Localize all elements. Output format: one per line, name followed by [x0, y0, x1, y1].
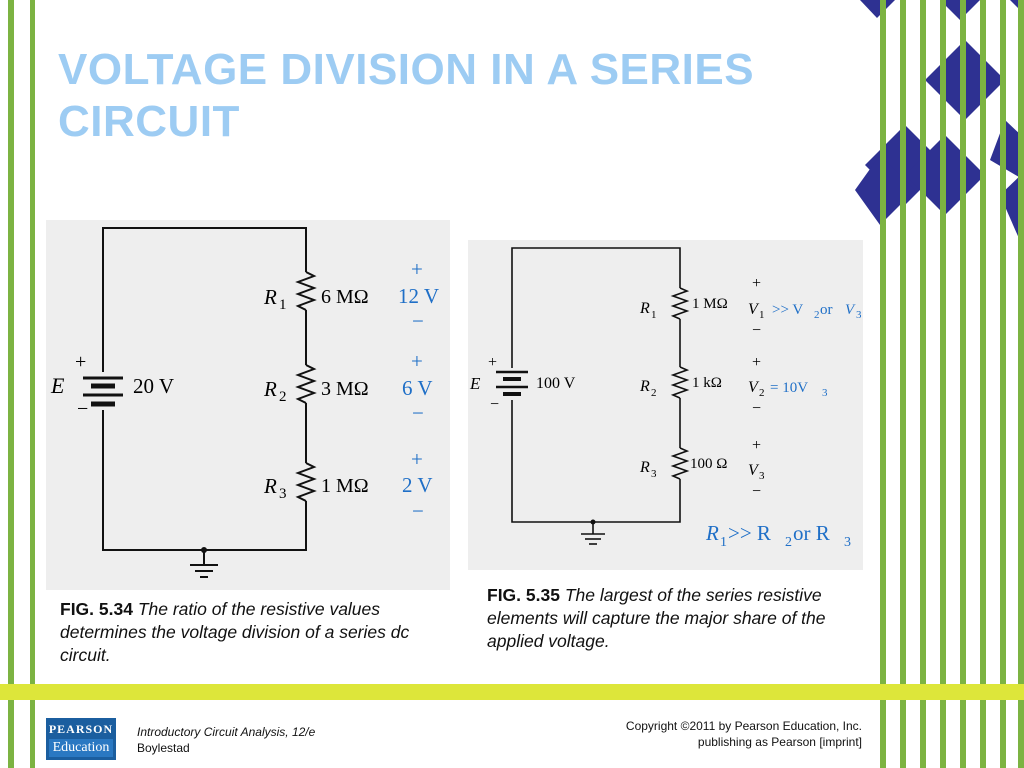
v2-relation-sub: 3: [822, 387, 828, 399]
book-author: Boylestad: [137, 741, 190, 755]
v2-sub: 2: [759, 387, 765, 399]
resistor-r2: [670, 366, 690, 399]
left-stripe: [8, 0, 14, 768]
v3-value: 2 V: [402, 473, 433, 497]
resistor-r3: [670, 447, 690, 480]
book-info: Introductory Circuit Analysis, 12/e Boyl…: [137, 724, 315, 756]
r2-sub: 2: [651, 387, 657, 399]
resistor-r1: [295, 271, 317, 311]
r2-name: R: [639, 378, 650, 395]
v2-relation: = 10V: [770, 380, 808, 396]
r3-name: R: [263, 474, 277, 498]
v3-sub: 3: [759, 470, 765, 482]
v1-relation: >> V: [772, 302, 803, 318]
v1-relation-sub: 2: [814, 309, 820, 321]
v1-minus: −: [412, 309, 424, 333]
battery-symbol: [496, 370, 528, 396]
r3-value: 100 Ω: [690, 456, 727, 472]
r3-sub: 3: [651, 468, 657, 480]
logo-bottom-text: Education: [49, 739, 113, 757]
v1-symbol: V: [748, 301, 760, 318]
slide-title: VOLTAGE DIVISION IN A SERIES CIRCUIT: [58, 45, 755, 146]
battery-symbol: [83, 376, 123, 407]
fig-5-35-circuit: + E − 100 V R 1 1 MΩ + V 1 >> V 2 or V 3…: [468, 240, 863, 570]
source-value: 100 V: [536, 375, 576, 392]
v3-plus: +: [411, 447, 423, 471]
r2-value: 3 MΩ: [321, 378, 369, 400]
v1-v3-sub: 3: [856, 309, 862, 321]
wire: [511, 247, 681, 368]
resistance-rule: R 1 >> R 2 or R 3: [705, 521, 851, 550]
v2-plus: +: [752, 354, 761, 371]
fig-5-34-circuit: + E − 20 V R 1 6 MΩ + 12 V − R 2 3 MΩ + …: [46, 220, 450, 590]
v1-or: or: [820, 302, 833, 318]
v2-minus: −: [752, 400, 761, 417]
rule-r1: R: [705, 521, 719, 545]
v1-v3: V: [845, 302, 856, 318]
v2-symbol: V: [748, 379, 760, 396]
rule-r2-sub: 2: [785, 535, 792, 550]
source-symbol: E: [469, 374, 481, 393]
v3-plus: +: [752, 437, 761, 454]
v3-symbol: V: [748, 462, 760, 479]
rule-r1-sub: 1: [720, 535, 727, 550]
resistor-r2: [295, 364, 317, 404]
v1-plus: +: [411, 257, 423, 281]
v2-plus: +: [411, 349, 423, 373]
r1-value: 6 MΩ: [321, 286, 369, 308]
v2-minus: −: [412, 401, 424, 425]
v3-minus: −: [752, 483, 761, 500]
v1-plus: +: [752, 275, 761, 292]
caption-number: FIG. 5.35: [487, 585, 560, 605]
logo-top-text: PEARSON: [48, 722, 114, 736]
r2-name: R: [263, 377, 277, 401]
v1-value: 12 V: [398, 284, 439, 308]
copyright-line: Copyright ©2011 by Pearson Education, In…: [625, 719, 862, 733]
left-stripe: [30, 0, 35, 768]
r3-name: R: [639, 459, 650, 476]
fig-5-35-caption: FIG. 5.35 The largest of the series resi…: [487, 584, 857, 653]
v1-minus: −: [752, 322, 761, 339]
rule-r3-sub: 3: [844, 535, 851, 550]
copyright-info: Copyright ©2011 by Pearson Education, In…: [560, 718, 862, 750]
footer-band: [0, 684, 1024, 700]
resistor-r1: [670, 287, 690, 320]
r2-sub: 2: [279, 389, 287, 405]
source-plus: +: [75, 351, 86, 373]
resistor-r3: [295, 462, 317, 502]
r1-value: 1 MΩ: [692, 296, 728, 312]
fig-5-34-caption: FIG. 5.34 The ratio of the resistive val…: [60, 598, 440, 667]
r1-sub: 1: [651, 309, 657, 321]
v2-value: 6 V: [402, 376, 433, 400]
ground-symbol: [581, 533, 605, 545]
r1-name: R: [263, 285, 277, 309]
source-plus: +: [488, 354, 497, 371]
decorative-stripes: [855, 0, 1024, 768]
r3-value: 1 MΩ: [321, 475, 369, 497]
ground-symbol: [190, 564, 218, 578]
source-minus: −: [77, 398, 88, 420]
v1-sub: 1: [759, 309, 765, 321]
r2-value: 1 kΩ: [692, 375, 722, 391]
v3-minus: −: [412, 499, 424, 523]
source-minus: −: [490, 396, 499, 413]
wire: [511, 400, 681, 523]
r3-sub: 3: [279, 486, 287, 502]
wire: [102, 227, 307, 372]
source-value: 20 V: [133, 374, 174, 398]
pearson-logo: PEARSON Education: [46, 718, 116, 760]
imprint-line: publishing as Pearson [imprint]: [697, 735, 862, 749]
rule-or: or R: [793, 521, 830, 545]
caption-number: FIG. 5.34: [60, 599, 133, 619]
book-title: Introductory Circuit Analysis, 12/e: [137, 725, 316, 739]
r1-name: R: [639, 300, 650, 317]
caption-text: The ratio of the resistive values determ…: [60, 599, 410, 665]
caption-text: The largest of the series resistive elem…: [487, 585, 826, 651]
r1-sub: 1: [279, 297, 287, 313]
rule-op: >> R: [728, 521, 771, 545]
source-symbol: E: [50, 373, 65, 398]
